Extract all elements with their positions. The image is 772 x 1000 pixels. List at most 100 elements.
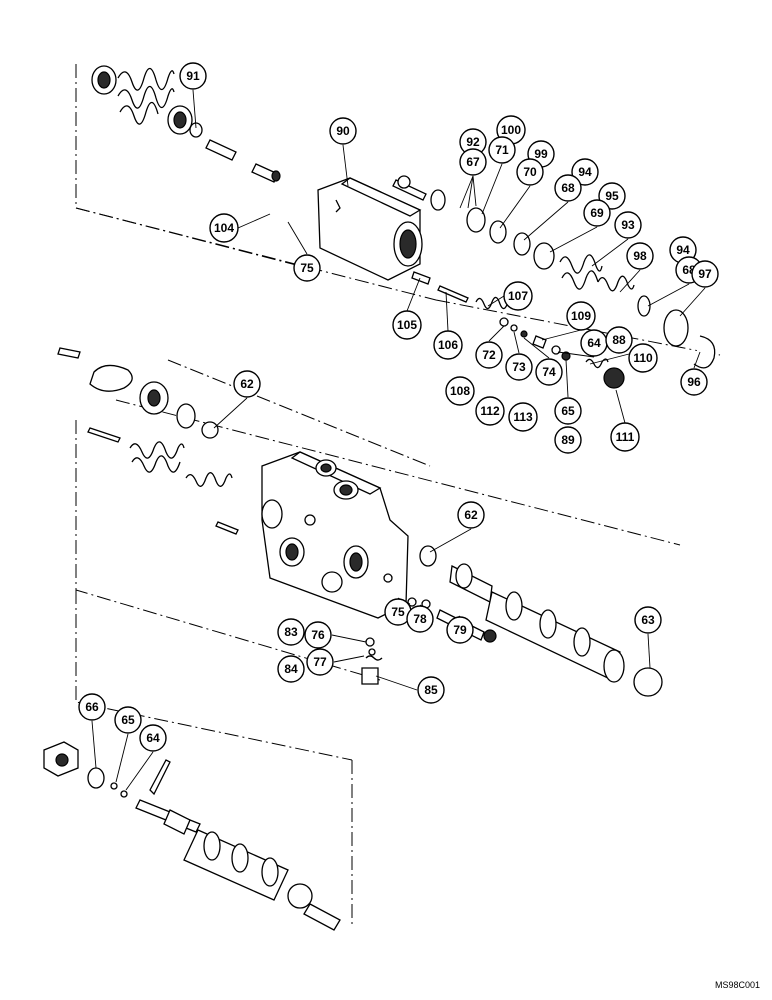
callout-number: 110 <box>633 351 653 365</box>
callout-number: 69 <box>590 206 604 220</box>
callout-c88: 88 <box>605 326 633 354</box>
callout-number: 96 <box>687 375 701 389</box>
callout-c93: 93 <box>614 211 642 239</box>
top-spring-assembly <box>91 65 281 183</box>
callout-c74: 74 <box>535 358 563 386</box>
callout-number: 75 <box>391 605 405 619</box>
callout-number: 73 <box>512 360 526 374</box>
callout-number: 62 <box>240 377 254 391</box>
relief-valve-parts <box>43 741 341 931</box>
callout-c79: 79 <box>446 616 474 644</box>
callout-c62a: 62 <box>233 370 261 398</box>
callout-number: 99 <box>534 147 548 161</box>
callout-c76: 76 <box>304 621 332 649</box>
callout-number: 68 <box>561 181 575 195</box>
callout-c84: 84 <box>277 655 305 683</box>
callout-number: 64 <box>587 336 601 350</box>
callout-c75a: 75 <box>293 254 321 282</box>
callout-number: 98 <box>633 249 647 263</box>
callout-number: 89 <box>561 433 575 447</box>
callout-c62b: 62 <box>457 501 485 529</box>
callout-number: 65 <box>121 713 135 727</box>
callout-c70: 70 <box>516 158 544 186</box>
callout-c108: 108 <box>445 376 475 406</box>
callout-c64a: 64 <box>580 329 608 357</box>
callout-c97: 97 <box>691 260 719 288</box>
callout-c106: 106 <box>433 330 463 360</box>
callout-number: 95 <box>605 189 619 203</box>
callout-c90: 90 <box>329 117 357 145</box>
callout-number: 62 <box>464 508 478 522</box>
callout-c67: 67 <box>459 148 487 176</box>
callout-c78: 78 <box>406 605 434 633</box>
callout-number: 111 <box>616 430 635 444</box>
callout-number: 66 <box>85 700 99 714</box>
callout-c105: 105 <box>392 310 422 340</box>
callout-c89: 89 <box>554 426 582 454</box>
callout-number: 104 <box>214 221 234 235</box>
callout-c75b: 75 <box>384 598 412 626</box>
callout-number: 75 <box>300 261 314 275</box>
callout-number: 93 <box>621 218 635 232</box>
callout-c66: 66 <box>78 693 106 721</box>
callout-number: 63 <box>641 613 655 627</box>
middle-endcap-parts <box>57 347 239 535</box>
callout-number: 70 <box>523 165 537 179</box>
callout-c72: 72 <box>475 341 503 369</box>
callout-number: 74 <box>542 365 556 379</box>
callout-number: 105 <box>397 318 417 332</box>
spring-top <box>117 67 175 125</box>
washer <box>397 175 411 189</box>
callout-number: 72 <box>482 348 496 362</box>
callout-c94a: 94 <box>571 158 599 186</box>
callout-number: 84 <box>284 662 298 676</box>
callout-number: 78 <box>413 612 427 626</box>
callout-c98: 98 <box>626 242 654 270</box>
callout-c96: 96 <box>680 368 708 396</box>
callout-number: 77 <box>313 655 327 669</box>
housing-90 <box>317 177 423 281</box>
callout-c64b: 64 <box>139 724 167 752</box>
callout-c92: 92 <box>459 128 487 156</box>
callout-c65b: 65 <box>114 706 142 734</box>
callout-number: 79 <box>453 623 467 637</box>
callout-c63: 63 <box>634 606 662 634</box>
plunger-parts <box>411 271 625 389</box>
callout-c71: 71 <box>488 136 516 164</box>
callout-number: 67 <box>466 155 480 169</box>
spool-right <box>419 545 663 697</box>
callout-c83: 83 <box>277 618 305 646</box>
callout-number: 108 <box>450 384 470 398</box>
callout-c65a: 65 <box>554 397 582 425</box>
callout-c85: 85 <box>417 676 445 704</box>
callout-number: 85 <box>424 683 438 697</box>
callout-number: 109 <box>571 309 591 323</box>
leader-lines <box>91 89 706 791</box>
callout-c109: 109 <box>566 301 596 331</box>
callout-c104: 104 <box>209 213 239 243</box>
drawing-code: MS98C001 <box>714 980 760 990</box>
callout-c110: 110 <box>628 343 658 373</box>
valve-body <box>261 451 409 619</box>
callout-number: 94 <box>578 165 592 179</box>
callout-number: 94 <box>676 243 690 257</box>
callout-number: 112 <box>480 404 500 418</box>
callout-number: 106 <box>438 338 458 352</box>
callout-number: 92 <box>466 135 480 149</box>
callout-c77: 77 <box>306 648 334 676</box>
callout-number: 64 <box>146 731 160 745</box>
callout-c73: 73 <box>505 353 533 381</box>
callout-c113: 113 <box>508 402 538 432</box>
top-right-parts <box>430 189 716 369</box>
callout-number: 100 <box>501 123 521 137</box>
callout-c111: 111 <box>610 422 640 452</box>
callout-c69: 69 <box>583 199 611 227</box>
callout-number: 65 <box>561 404 575 418</box>
callout-c91: 91 <box>179 62 207 90</box>
callout-c112: 112 <box>475 396 505 426</box>
callout-number: 113 <box>513 410 533 424</box>
callout-number: 71 <box>495 143 509 157</box>
callout-c107: 107 <box>503 281 533 311</box>
